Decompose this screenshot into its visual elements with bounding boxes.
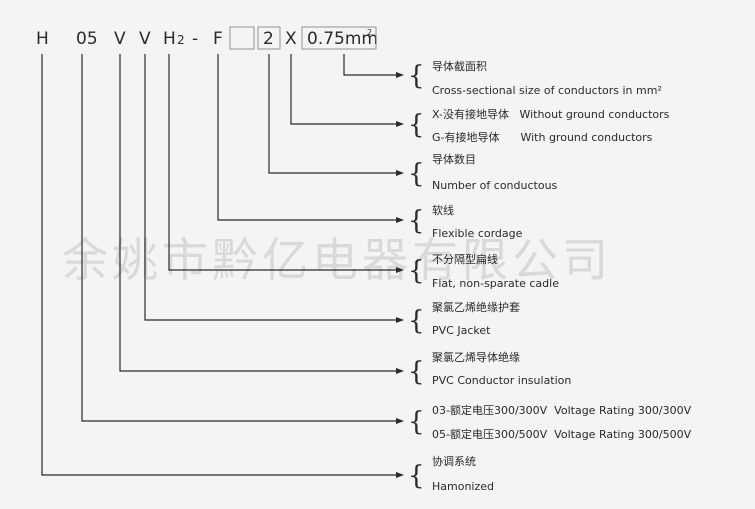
braces: { { { { { { { { { <box>408 61 425 491</box>
code-part-05: 05 <box>76 29 98 49</box>
code-part-size: 0.75mm <box>307 29 378 49</box>
arrow-harmonized <box>396 472 404 478</box>
code-part-size-superscript: 2 <box>367 28 372 37</box>
code-box-size <box>301 26 377 50</box>
arrow-voltage <box>396 418 404 424</box>
arrow-ground <box>396 121 404 127</box>
legend-ground-line1: X-没有接地导体 Without ground conductors <box>432 107 670 121</box>
code-part-2: 2 <box>263 29 274 49</box>
legend-count-en: Number of conductous <box>432 179 558 192</box>
legend-harmonized-cn: 协调系统 <box>432 454 476 468</box>
legend-flexible-cn: 软线 <box>432 203 454 217</box>
code-line: H 05 V V H 2 - F 2 X 0.75mm 2 <box>36 26 378 50</box>
code-part-h: H <box>36 29 49 49</box>
legend-jacket-en: PVC Jacket <box>432 324 491 337</box>
legend-flexible-en: Flexible cordage <box>432 227 523 240</box>
arrow-count <box>396 170 404 176</box>
legend-insulation-cn: 聚氯乙烯导体绝缘 <box>432 350 520 364</box>
brace-2: { <box>408 110 425 140</box>
brace-3: { <box>408 159 425 189</box>
legend-flat-cn: 不分隔型扁线 <box>432 252 498 266</box>
legend-insulation-en: PVC Conductor insulation <box>432 374 571 387</box>
arrow-flexible <box>396 217 404 223</box>
connector-harmonized <box>41 54 398 476</box>
code-part-v1: V <box>114 29 126 49</box>
brace-1: { <box>408 61 425 91</box>
code-part-h2-subscript: 2 <box>177 33 185 47</box>
arrow-cross-section <box>396 72 404 78</box>
arrow-jacket <box>396 317 404 323</box>
brace-6: { <box>408 306 425 336</box>
code-box-empty <box>229 26 255 50</box>
legend-cross-section-cn: 导体截面积 <box>432 59 487 73</box>
legend-jacket-cn: 聚氯乙烯绝缘护套 <box>432 300 520 314</box>
arrow-flat <box>396 267 404 273</box>
code-part-h2: H <box>163 29 176 49</box>
legend-ground-line2: G-有接地导体 With ground conductors <box>432 130 653 144</box>
arrow-insulation <box>396 368 404 374</box>
legend-voltage-line1: 03-额定电压300/300V Voltage Rating 300/300V <box>432 403 692 417</box>
legend-voltage-line2: 05-额定电压300/500V Voltage Rating 300/500V <box>432 427 692 441</box>
connector-ground <box>290 54 398 125</box>
connector-voltage <box>81 54 398 422</box>
connector-cross-section <box>343 54 398 76</box>
connector-count <box>268 54 398 174</box>
code-part-dash: - <box>192 29 198 49</box>
connector-jacket <box>144 54 398 321</box>
connector-flexible <box>217 54 398 221</box>
brace-4: { <box>408 206 425 236</box>
code-part-v2: V <box>139 29 151 49</box>
brace-9: { <box>408 461 425 491</box>
legend-harmonized-en: Hamonized <box>432 480 494 493</box>
connector-lines <box>41 54 404 478</box>
code-part-x: X <box>285 29 297 49</box>
legend-cross-section-en: Cross-sectional size of conductors in mm… <box>432 84 662 97</box>
legend: 导体截面积 Cross-sectional size of conductors… <box>432 59 692 493</box>
code-part-f: F <box>213 29 223 49</box>
brace-5: { <box>408 256 425 286</box>
legend-count-cn: 导体数目 <box>432 152 476 166</box>
legend-flat-en: Flat, non-sparate cadle <box>432 277 559 290</box>
connector-flat <box>168 54 398 271</box>
brace-8: { <box>408 407 425 437</box>
brace-7: { <box>408 357 425 387</box>
connector-insulation <box>119 54 398 372</box>
watermark-text: 余姚市黔亿电器有限公司 <box>62 233 612 287</box>
code-box-count <box>257 26 281 50</box>
